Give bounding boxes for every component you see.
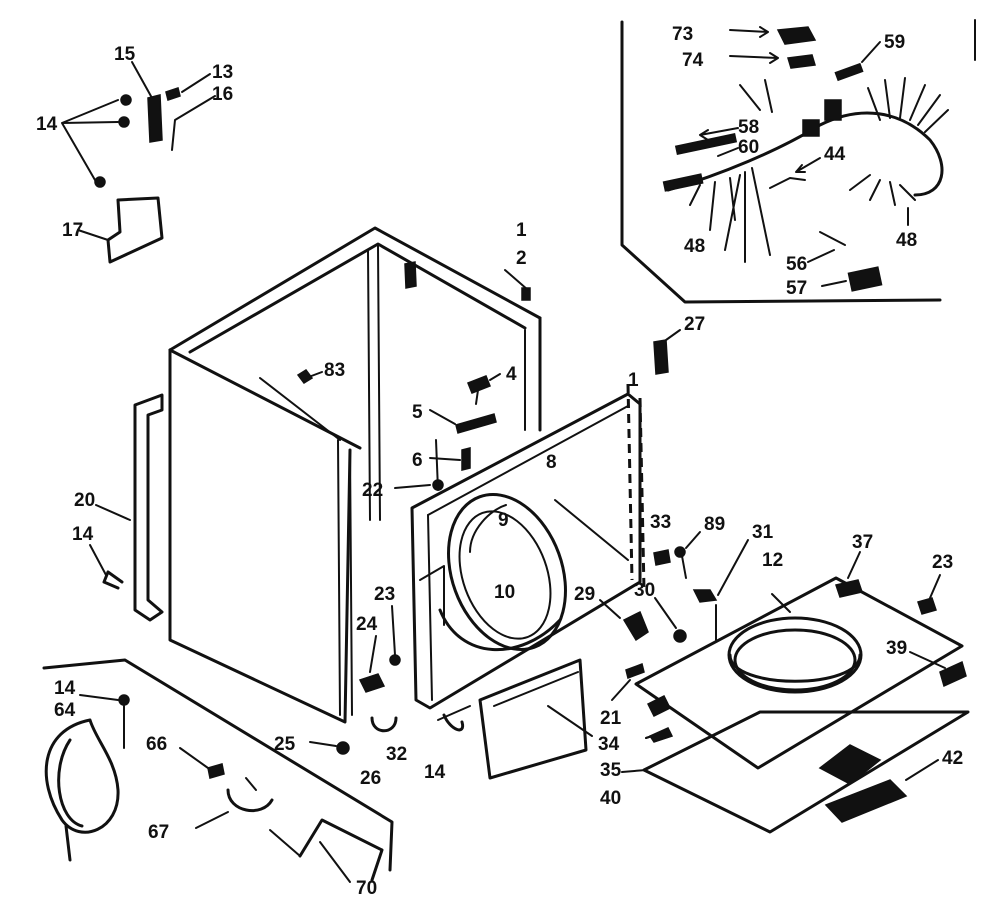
label-13: 13 [212,62,233,83]
label-59: 59 [884,32,905,53]
label-14-top: 14 [36,114,58,135]
label-4: 4 [506,364,517,385]
label-15: 15 [114,44,136,65]
label-48-left: 48 [684,236,705,257]
label-1-top: 1 [516,220,527,241]
label-48-right: 48 [896,230,917,251]
label-64: 64 [54,700,76,721]
label-83: 83 [324,360,345,381]
base-assembly [621,551,970,834]
label-34: 34 [598,734,620,755]
label-29: 29 [574,584,595,605]
label-26: 26 [360,768,381,789]
label-30: 30 [634,580,655,601]
label-16: 16 [212,84,233,105]
label-23-cabinet: 23 [374,584,395,605]
label-42: 42 [942,748,963,769]
label-60: 60 [738,137,759,158]
toe-panel [437,658,593,780]
label-14-bottom: 14 [424,762,446,783]
label-39: 39 [886,638,907,659]
label-10: 10 [494,582,515,603]
hinge-parts [61,61,216,264]
thermostat-parts [429,373,501,471]
label-44: 44 [824,144,846,165]
label-24: 24 [356,614,378,635]
label-2: 2 [516,248,527,269]
label-8: 8 [546,452,557,473]
label-32: 32 [386,744,407,765]
label-25: 25 [274,734,296,755]
label-27: 27 [684,314,705,335]
label-66: 66 [146,734,167,755]
label-6: 6 [412,450,423,471]
front-panel [410,329,749,710]
label-14-left: 14 [72,524,94,545]
label-14-cord: 14 [54,678,76,699]
power-cord-parts [42,658,665,883]
label-1-front: 1 [628,370,639,391]
label-17: 17 [62,220,83,241]
label-23-right: 23 [932,552,953,573]
label-37: 37 [852,532,873,553]
label-40: 40 [600,788,621,809]
cabinet [89,226,542,755]
label-21: 21 [600,708,622,729]
label-33: 33 [650,512,671,533]
label-73: 73 [672,24,693,45]
label-31: 31 [752,522,774,543]
label-57: 57 [786,278,807,299]
label-5: 5 [412,402,423,423]
label-56: 56 [786,254,807,275]
label-58: 58 [738,117,759,138]
label-67: 67 [148,822,169,843]
label-35: 35 [600,760,622,781]
label-20: 20 [74,490,95,511]
label-74: 74 [682,50,704,71]
label-12: 12 [762,550,783,571]
label-70: 70 [356,878,377,899]
callout-labels: 73 74 59 58 60 44 48 48 56 57 15 13 16 1… [36,24,963,899]
label-22: 22 [362,480,383,501]
label-89: 89 [704,514,725,535]
label-9: 9 [498,510,509,531]
wiring-harness-inset [620,19,976,304]
